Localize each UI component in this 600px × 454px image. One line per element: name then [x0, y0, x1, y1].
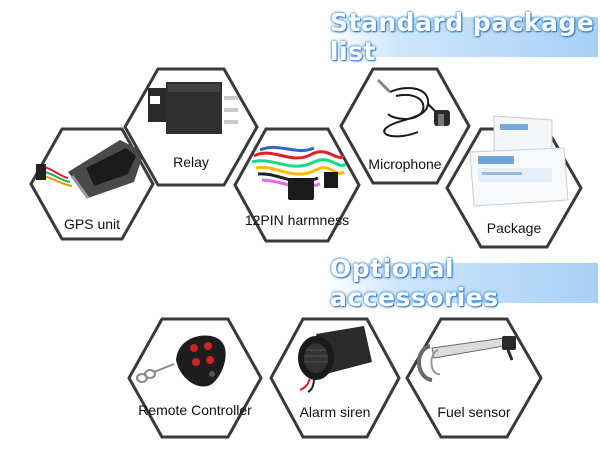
item-label-remote-controller: Remote Controller: [138, 402, 252, 418]
hex-frame: [405, 317, 543, 439]
hex-frame: [123, 67, 259, 187]
item-label-gps-unit: GPS unit: [63, 216, 121, 232]
item-label-alarm-siren: Alarm siren: [299, 404, 371, 420]
standard-package-banner: Standard package list: [330, 8, 598, 66]
hex-card-fuel-sensor: Fuel sensor: [404, 316, 544, 440]
optional-accessories-title: Optional accessories: [330, 254, 499, 312]
hex-card-microphone: Microphone: [338, 66, 472, 186]
hex-frame: [233, 127, 361, 243]
hex-frame: [445, 115, 583, 249]
hex-frame: [29, 127, 155, 241]
package-box-image: [469, 115, 569, 207]
item-label-microphone: Microphone: [368, 156, 442, 172]
standard-package-title: Standard package list: [330, 8, 595, 66]
hex-card-12pin-harness: 12PIN harmness: [232, 126, 362, 244]
item-label-relay: Relay: [173, 154, 209, 170]
relay-image: [148, 82, 238, 134]
harness-image: [251, 145, 347, 200]
alarm-siren-image: [298, 326, 372, 393]
hex-card-package: Package: [444, 115, 584, 250]
hex-card-relay: Relay: [122, 66, 260, 188]
item-label-fuel-sensor: Fuel sensor: [437, 404, 511, 420]
hex-frame: [339, 67, 471, 185]
optional-accessories-banner: Optional accessories: [330, 254, 598, 312]
microphone-image: [376, 78, 450, 138]
hex-card-gps-unit: GPS unit: [28, 126, 156, 242]
item-label-package: Package: [486, 220, 542, 236]
hex-card-remote-controller: Remote Controller: [126, 316, 264, 440]
remote-controller-image: [136, 335, 226, 387]
fuel-sensor-image: [417, 336, 516, 382]
hex-frame: [127, 317, 263, 439]
gps-unit-image: [36, 140, 144, 199]
hex-frame: [269, 317, 401, 439]
hex-card-alarm-siren: Alarm siren: [268, 316, 402, 440]
item-label-12pin-harness: 12PIN harmness: [244, 212, 350, 228]
